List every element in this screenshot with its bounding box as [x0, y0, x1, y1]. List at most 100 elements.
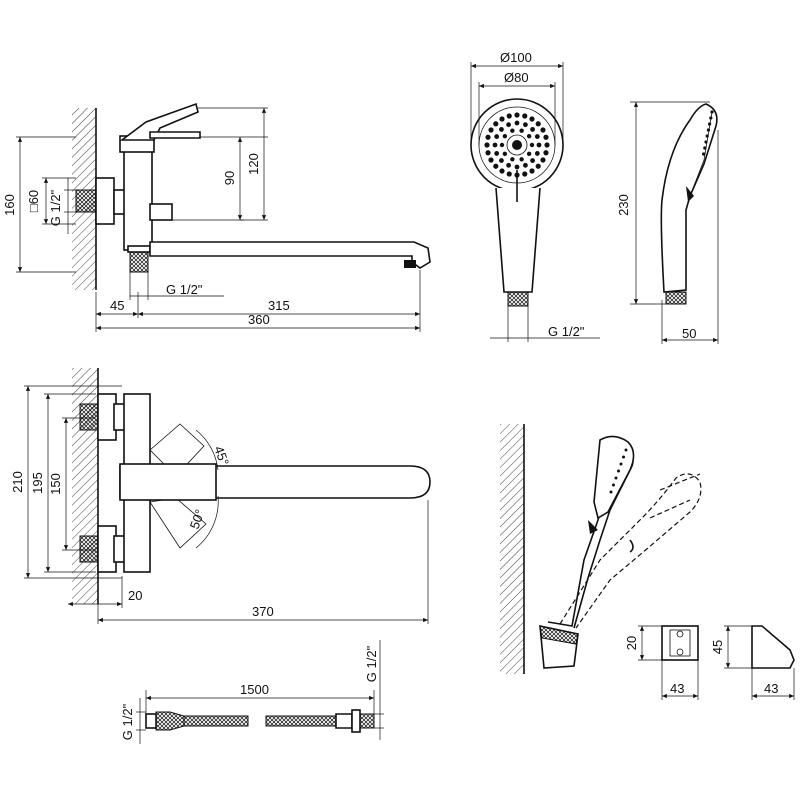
nozzle-dot [502, 133, 508, 139]
nozzle-dot [529, 168, 535, 174]
dim-thread-left: G 1/2" [48, 189, 63, 226]
nozzle-dot [708, 122, 712, 126]
nozzle-dot [506, 171, 512, 177]
nozzle-dot [526, 151, 532, 157]
installed-nozzles [609, 448, 628, 494]
dim-370: 370 [252, 604, 274, 619]
nozzle-dot [488, 157, 494, 163]
nozzle-dot [494, 151, 500, 156]
dim-hose-length: 1500 [240, 682, 269, 697]
nozzle-dot [529, 142, 535, 148]
nozzle-dot [534, 134, 540, 139]
nozzle-dot [702, 152, 706, 156]
dim-inner-diameter: Ø80 [504, 70, 529, 85]
nozzle-dot [534, 151, 540, 156]
mixer-body [123, 149, 153, 251]
nozzle-dot [522, 171, 528, 177]
nozzle-dot [502, 151, 508, 157]
wall-hatch-shower [500, 424, 524, 674]
nozzle-dot [540, 127, 546, 133]
shower-head-front: Ø100 Ø80 G 1/2" [470, 50, 600, 342]
nozzle-dot [485, 134, 491, 140]
dim-45: 45 [110, 298, 124, 313]
mixer-lever [119, 102, 199, 141]
nozzle-dot [543, 150, 549, 156]
hose-segment-right [265, 715, 337, 727]
nozzle-dot [493, 163, 499, 169]
dim-holder-43-side: 43 [764, 681, 778, 696]
eccentric-flange [95, 177, 115, 225]
hose-segment-left [183, 715, 249, 727]
nozzle-dot [499, 158, 504, 163]
nozzle-dot [544, 142, 550, 148]
nozzle-dot [619, 462, 623, 466]
nozzle-dot [529, 116, 535, 122]
nozzle-dot [536, 142, 542, 148]
nozzle-dot [499, 168, 505, 174]
nozzle-dot [493, 121, 499, 127]
nozzle-dot [614, 476, 618, 480]
nozzle-dot [612, 483, 615, 487]
nozzle-dot [514, 112, 520, 118]
nozzle-dot [540, 157, 546, 163]
nozzle-dot [523, 162, 528, 168]
nozzle-dot [535, 121, 541, 127]
dim-height-total: 160 [2, 194, 17, 216]
dim-head-thread: G 1/2" [548, 324, 585, 339]
nozzle-dot [709, 116, 713, 120]
handle-rotated-ghost [559, 473, 702, 629]
angle-50: 50° [187, 507, 208, 531]
dim-head-height: 230 [616, 194, 631, 216]
nozzle-dot [523, 122, 528, 128]
dim-holder-20: 20 [624, 636, 639, 650]
nozzle-dot [519, 157, 524, 162]
side-nozzles [702, 110, 714, 156]
nozzle-dot [526, 133, 532, 139]
nozzle-dot [706, 128, 711, 132]
nozzle-dot [530, 127, 535, 132]
nozzle-dot [484, 142, 490, 148]
nozzle-dot [624, 448, 628, 452]
spout [149, 241, 431, 269]
holder-side: 45 43 [710, 625, 795, 700]
nozzle-dot [609, 490, 613, 494]
holder-front: 20 43 [624, 625, 699, 700]
dim-315: 315 [268, 298, 290, 313]
dim-90: 90 [222, 171, 237, 185]
handle-front [495, 187, 541, 293]
dim-210: 210 [10, 471, 25, 493]
nozzle-dot [514, 120, 520, 126]
dim-20: 20 [128, 588, 142, 603]
installed-shower [500, 424, 702, 674]
nozzle-dot [535, 163, 541, 169]
nozzle-dot [499, 127, 504, 132]
top-view: 45° 50° 210 195 150 20 370 [10, 368, 431, 624]
dim-square: □60 [26, 190, 41, 212]
nozzle-dot [488, 127, 494, 133]
nozzle-dot [622, 455, 625, 459]
shower-head-side: 230 50 [616, 101, 719, 344]
nozzle-dot [510, 157, 515, 162]
dim-holder-45: 45 [710, 640, 725, 654]
dim-outer-diameter: Ø100 [500, 50, 532, 65]
holder-front-body [661, 625, 699, 661]
wall-fitting [75, 189, 99, 213]
wall-hatch-top [72, 368, 98, 604]
nozzle-dot [510, 128, 515, 133]
dim-360: 360 [248, 312, 270, 327]
nozzle-dot [506, 122, 511, 128]
nozzle-pattern [484, 112, 550, 178]
nozzle-dot [492, 142, 498, 148]
nozzle-dot [704, 140, 708, 144]
dim-150: 150 [48, 473, 63, 495]
nozzle-dot [494, 134, 500, 139]
nozzle-dot [703, 146, 707, 150]
nozzle-dot [710, 110, 714, 114]
nozzle-dot [519, 128, 524, 133]
hose-thread-left: G 1/2" [120, 703, 135, 740]
dim-195: 195 [30, 472, 45, 494]
front-view: 160 □60 G 1/2" 90 120 G 1/2" 45 315 360 [2, 102, 431, 332]
nozzle-dot [705, 134, 709, 138]
